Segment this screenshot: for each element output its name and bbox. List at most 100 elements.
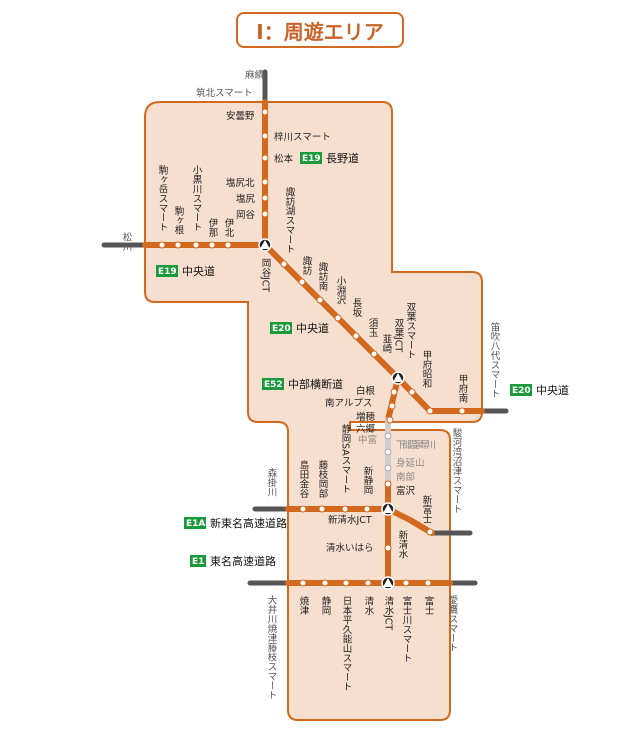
label-suwako: 諏訪湖スマート (284, 186, 296, 253)
station-dot[interactable] (370, 350, 378, 358)
label-kofushowa: 甲府昭和 (421, 350, 433, 389)
station-dot[interactable] (458, 407, 466, 415)
label-rokugo: 六郷 (356, 423, 376, 435)
station-dot[interactable] (321, 579, 329, 587)
label-komagatake: 駒ヶ岳スマート (157, 164, 169, 231)
station-dot[interactable] (261, 108, 269, 116)
station-dot[interactable] (299, 505, 307, 513)
label-fujieda: 藤枝岡部 (317, 459, 329, 499)
label-shinshizuoka: 新静岡 (362, 465, 374, 495)
station-dot[interactable] (334, 314, 342, 322)
label-nihondaira: 日本平久能山スマート (341, 596, 353, 691)
road-badge-e19-chuo: E19 中央道 (156, 264, 215, 278)
area-title: Ⅰ：周遊エリア (236, 12, 404, 48)
station-dot[interactable] (224, 241, 232, 249)
station-dot[interactable] (384, 544, 392, 552)
label-shinfuji: 新富士 (421, 494, 433, 523)
label-fujikawa: 富士川スマート (401, 595, 413, 662)
jct-shinshimizu[interactable] (381, 502, 395, 516)
label-matsukawa: 松川 (121, 231, 133, 251)
label-masuho: 増穂 (356, 411, 376, 423)
svg-text:中部横断道: 中部横断道 (288, 377, 343, 391)
label-nirasaki: 韮崎 (381, 333, 393, 353)
jct-shimizu[interactable] (381, 576, 395, 590)
road-badge-e19-nagano: E19 長野道 (300, 151, 359, 165)
road-badge-e20-chuo-a: E20 中央道 (270, 321, 329, 335)
label-suwaminami: 諏訪南 (317, 261, 329, 290)
label-futaba: 双葉スマート (405, 302, 417, 359)
route-chubu-north (385, 375, 401, 423)
label-ashitaka: 愛鷹スマート (447, 594, 459, 652)
station-dot[interactable] (384, 464, 392, 472)
label-shizuoka: 静岡 (320, 595, 332, 616)
station-dot[interactable] (384, 448, 392, 456)
label-yaizu: 焼津 (298, 595, 310, 616)
label-minobu: 身延山 (396, 457, 425, 469)
svg-text:長野道: 長野道 (326, 151, 359, 165)
station-dot[interactable] (390, 388, 398, 396)
label-shimizu: 清水 (363, 595, 375, 615)
station-dot[interactable] (261, 194, 269, 202)
label-asakawa: 麻績 (245, 69, 265, 81)
station-dot[interactable] (192, 241, 200, 249)
svg-text:新東名高速道路: 新東名高速道路 (210, 516, 287, 530)
station-dot[interactable] (261, 154, 269, 162)
label-azusagawa: 梓川スマート (274, 131, 331, 143)
label-shiojiri: 塩尻 (236, 193, 256, 205)
route-e1a-east (385, 506, 435, 536)
jct-okaya[interactable] (258, 238, 272, 252)
station-dot[interactable] (316, 296, 324, 304)
svg-text:中央道: 中央道 (296, 321, 329, 335)
station-dot[interactable] (363, 505, 371, 513)
label-fujisawa: 富沢 (396, 485, 416, 497)
station-dot[interactable] (280, 260, 288, 268)
label-suwa: 諏訪 (301, 255, 313, 276)
station-dot[interactable] (386, 416, 394, 424)
label-suruga: 駿河湾沼津スマート (451, 427, 463, 513)
station-dot[interactable] (384, 480, 392, 488)
station-dot[interactable] (298, 278, 306, 286)
station-dot[interactable] (384, 432, 392, 440)
label-futabajct: 双葉JCT (393, 318, 405, 352)
label-shinshimizujct: 新清水JCT (328, 514, 372, 526)
station-dot[interactable] (208, 241, 216, 249)
station-dot[interactable] (388, 402, 396, 410)
station-dot[interactable] (341, 505, 349, 513)
svg-text:中央道: 中央道 (536, 383, 569, 397)
label-azumino: 安曇野 (226, 110, 255, 122)
station-dot[interactable] (261, 210, 269, 218)
road-badge-e1a: E1A 新東名高速道路 (184, 516, 287, 530)
label-minamialps: 南アルプス (325, 397, 372, 409)
label-sudama: 須玉 (367, 318, 379, 337)
label-oigawa: 大井川焼津藤枝スマート (266, 594, 278, 699)
station-dot[interactable] (342, 579, 350, 587)
label-nanbu: 南部 (396, 471, 415, 483)
station-dot[interactable] (424, 579, 432, 587)
label-kobuchisawa: 小淵沢 (335, 276, 347, 305)
label-shimizuihara: 清水いはら (326, 542, 374, 554)
label-chikuhoku: 筑北スマート (196, 87, 253, 99)
station-dot[interactable] (261, 178, 269, 186)
station-dot[interactable] (174, 241, 182, 249)
station-dot[interactable] (402, 579, 410, 587)
label-shiojirikita: 塩尻北 (226, 177, 255, 189)
svg-text:E19: E19 (158, 267, 177, 277)
label-shizuokasa: 静岡SAスマート (340, 423, 352, 493)
station-dot[interactable] (364, 579, 372, 587)
station-dot[interactable] (318, 505, 326, 513)
station-dot[interactable] (408, 388, 416, 396)
station-dot[interactable] (261, 132, 269, 140)
station-dot[interactable] (299, 579, 307, 587)
station-dot[interactable] (426, 407, 434, 415)
label-shimizujct: 清水JCT (383, 595, 395, 630)
label-inakita: 伊北 (223, 217, 235, 238)
label-okaya: 岡谷 (236, 210, 256, 221)
area-region (144, 101, 483, 721)
svg-text:中央道: 中央道 (182, 264, 215, 278)
station-dot[interactable] (426, 528, 434, 536)
jct-futaba[interactable] (391, 371, 405, 385)
label-komagane: 駒ヶ根 (173, 205, 185, 235)
road-badge-e20-chuo-b: E20 中央道 (510, 383, 569, 397)
station-dot[interactable] (352, 332, 360, 340)
station-dot[interactable] (158, 241, 166, 249)
